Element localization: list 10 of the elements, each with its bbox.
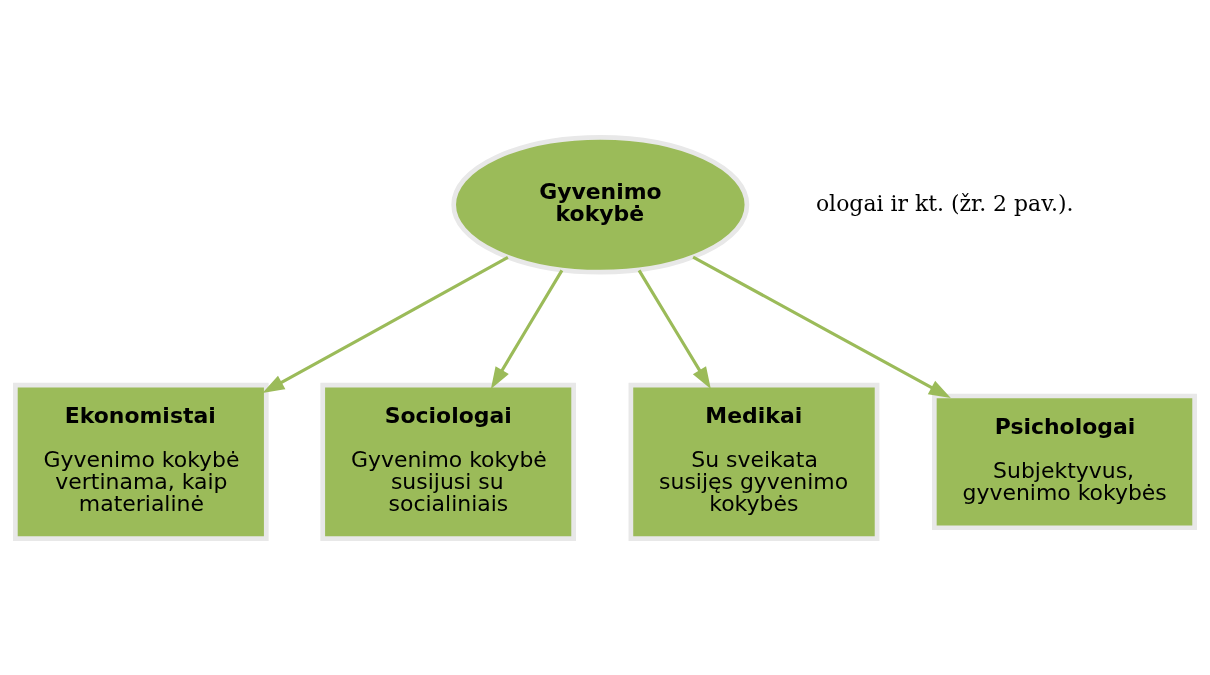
arrow bbox=[262, 255, 509, 393]
arrow bbox=[637, 269, 711, 389]
node-box: Medikai Su sveikata susijęs gyvenimo kokybės bbox=[628, 382, 880, 541]
node-box: Psichologai Subjektyvus, gyvenimo kokybės bbox=[931, 393, 1197, 530]
node-ellipse: Gyvenimo kokybė bbox=[451, 134, 750, 274]
node-box: Ekonomistai Gyvenimo kokybė vertinama, kaip materialinė bbox=[13, 382, 269, 541]
label: ologai ir kt. (žr. 2 pav.). bbox=[815, 190, 1074, 216]
arrow bbox=[692, 255, 951, 398]
node-box: Sociologai Gyvenimo kokybė susijusi su socialiniais bbox=[320, 382, 576, 541]
arrow bbox=[490, 269, 564, 389]
